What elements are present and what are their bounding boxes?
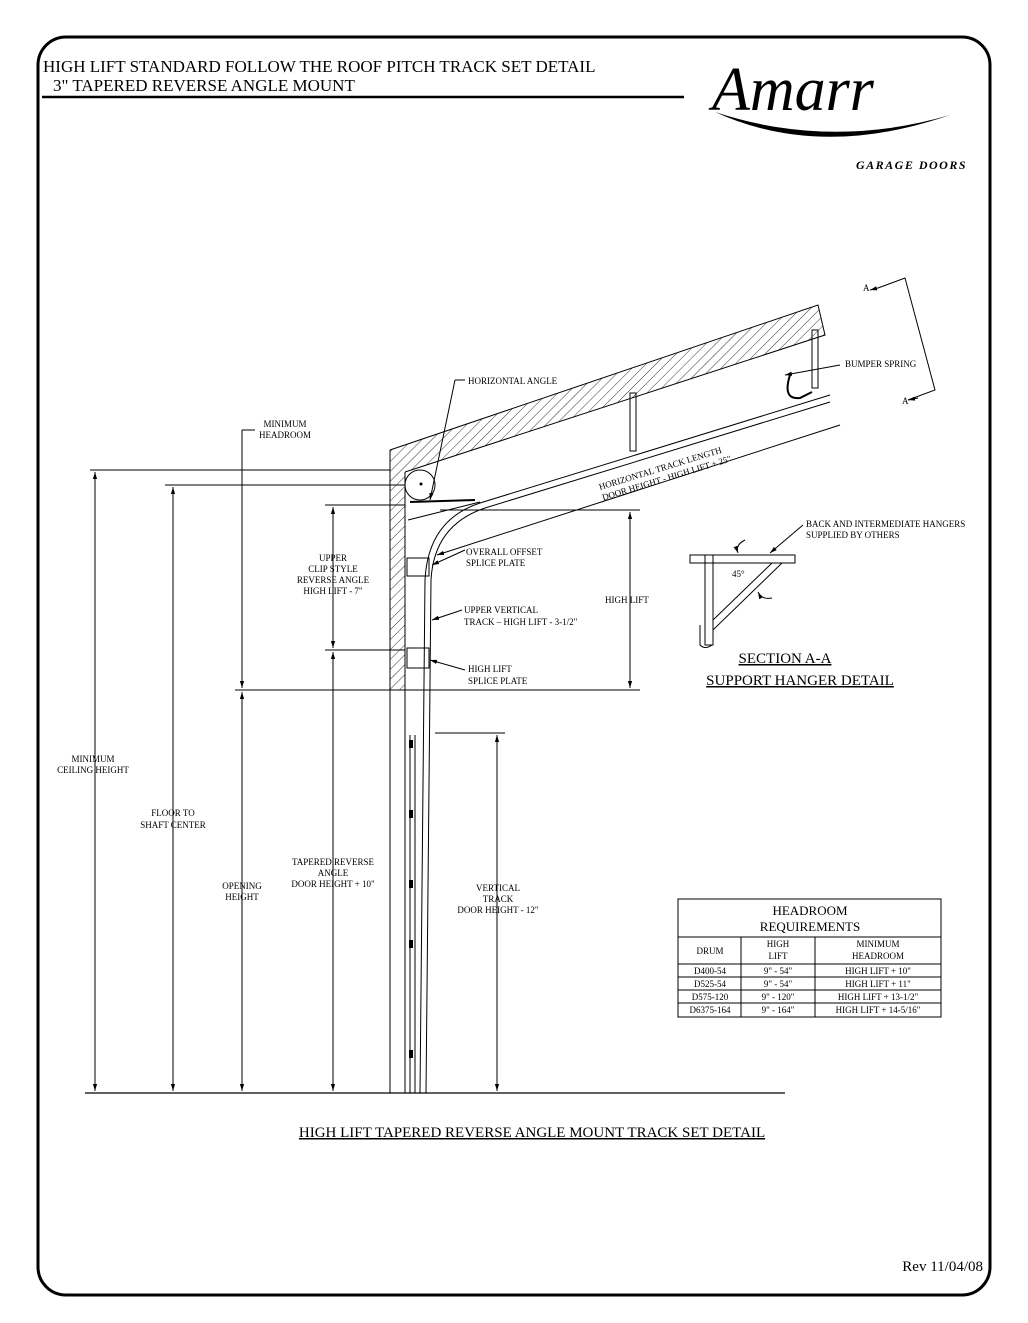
cell-minimum-headroom: HIGH LIFT + 13-1/2": [838, 992, 919, 1002]
label-upper-clip: HIGH LIFT - 7": [303, 586, 363, 596]
cell-drum: D575-120: [692, 992, 729, 1002]
column-header-high-lift: HIGH: [767, 939, 790, 949]
table-title: HEADROOM: [772, 903, 848, 918]
column-header-minimum-headroom: HEADROOM: [852, 951, 904, 961]
section-title: SECTION A-A: [739, 651, 832, 667]
table-row: D400-54 9" - 54" HIGH LIFT + 10": [694, 966, 911, 976]
cell-high-lift: 9" - 54": [764, 966, 793, 976]
label-upper-vertical: UPPER VERTICAL: [464, 605, 538, 615]
label-opening-height: OPENING: [222, 881, 262, 891]
label-overall-offset: OVERALL OFFSET: [466, 547, 543, 557]
cell-drum: D400-54: [694, 966, 726, 976]
label-opening-height: HEIGHT: [225, 892, 259, 902]
label-tapered-reverse: TAPERED REVERSE: [292, 857, 375, 867]
revision-date: Rev 11/04/08: [902, 1259, 983, 1275]
label-high-lift-splice: HIGH LIFT: [468, 664, 512, 674]
title-line-1: HIGH LIFT STANDARD FOLLOW THE ROOF PITCH…: [43, 57, 595, 76]
section-subtitle: SUPPORT HANGER DETAIL: [706, 673, 894, 689]
label-minimum-headroom: HEADROOM: [259, 430, 311, 440]
cell-minimum-headroom: HIGH LIFT + 10": [845, 966, 911, 976]
label-min-ceiling: CEILING HEIGHT: [57, 765, 129, 775]
logo-tagline: GARAGE DOORS: [856, 158, 967, 172]
label-upper-clip: UPPER: [319, 553, 347, 563]
title-line-2: 3" TAPERED REVERSE ANGLE MOUNT: [53, 76, 355, 95]
cell-drum: D6375-164: [690, 1005, 731, 1015]
sheet-border: [36, 35, 992, 1297]
label-section-a-bottom: A: [902, 396, 909, 406]
label-vertical-track: TRACK: [483, 894, 514, 904]
table-row: D6375-164 9" - 164" HIGH LIFT + 14-5/16": [690, 1005, 921, 1015]
label-upper-clip: CLIP STYLE: [308, 564, 358, 574]
table-title: REQUIREMENTS: [760, 919, 860, 934]
column-header-high-lift: LIFT: [769, 951, 789, 961]
label-back-hangers: BACK AND INTERMEDIATE HANGERS: [806, 519, 965, 529]
column-header-drum: DRUM: [696, 946, 723, 956]
label-high-lift-splice: SPLICE PLATE: [468, 676, 528, 686]
label-angle-45: 45°: [732, 569, 745, 579]
label-floor-to-shaft: FLOOR TO: [151, 808, 195, 818]
cell-minimum-headroom: HIGH LIFT + 14-5/16": [836, 1005, 921, 1015]
label-minimum-headroom: MINIMUM: [263, 419, 306, 429]
label-min-ceiling: MINIMUM: [71, 754, 114, 764]
label-floor-to-shaft: SHAFT CENTER: [140, 820, 206, 830]
label-upper-clip: REVERSE ANGLE: [297, 575, 370, 585]
column-header-minimum-headroom: MINIMUM: [856, 939, 899, 949]
label-bumper-spring: BUMPER SPRING: [845, 359, 917, 369]
drawing-caption: HIGH LIFT TAPERED REVERSE ANGLE MOUNT TR…: [299, 1125, 765, 1141]
table-row: D525-54 9" - 54" HIGH LIFT + 11": [694, 979, 911, 989]
label-tapered-reverse: ANGLE: [318, 868, 349, 878]
support-hanger-detail: [689, 524, 804, 648]
label-horizontal-angle: HORIZONTAL ANGLE: [468, 376, 558, 386]
label-overall-offset: SPLICE PLATE: [466, 558, 526, 568]
svg-text:Amarr: Amarr: [708, 56, 875, 124]
amarr-logo: Amarr GARAGE DOORS: [708, 56, 967, 172]
headroom-requirements-table: HEADROOM REQUIREMENTS DRUM HIGH LIFT MIN…: [677, 898, 942, 1018]
label-back-hangers: SUPPLIED BY OTHERS: [806, 530, 900, 540]
label-tapered-reverse: DOOR HEIGHT + 10": [291, 879, 375, 889]
cell-high-lift: 9" - 164": [762, 1005, 795, 1015]
cell-high-lift: 9" - 54": [764, 979, 793, 989]
callout-labels: HORIZONTAL ANGLE BUMPER SPRING A A MINIM…: [57, 283, 965, 915]
wall-and-roof: [389, 304, 826, 1093]
label-vertical-track: VERTICAL: [476, 883, 520, 893]
cell-drum: D525-54: [694, 979, 726, 989]
label-high-lift: HIGH LIFT: [605, 595, 649, 605]
label-vertical-track: DOOR HEIGHT - 12": [457, 905, 539, 915]
cell-minimum-headroom: HIGH LIFT + 11": [845, 979, 911, 989]
cell-high-lift: 9" - 120": [762, 992, 795, 1002]
label-upper-vertical: TRACK – HIGH LIFT - 3-1/2": [464, 617, 578, 627]
dimension-lines: [90, 277, 936, 1091]
label-section-a-top: A: [863, 283, 870, 293]
table-row: D575-120 9" - 120" HIGH LIFT + 13-1/2": [692, 992, 919, 1002]
